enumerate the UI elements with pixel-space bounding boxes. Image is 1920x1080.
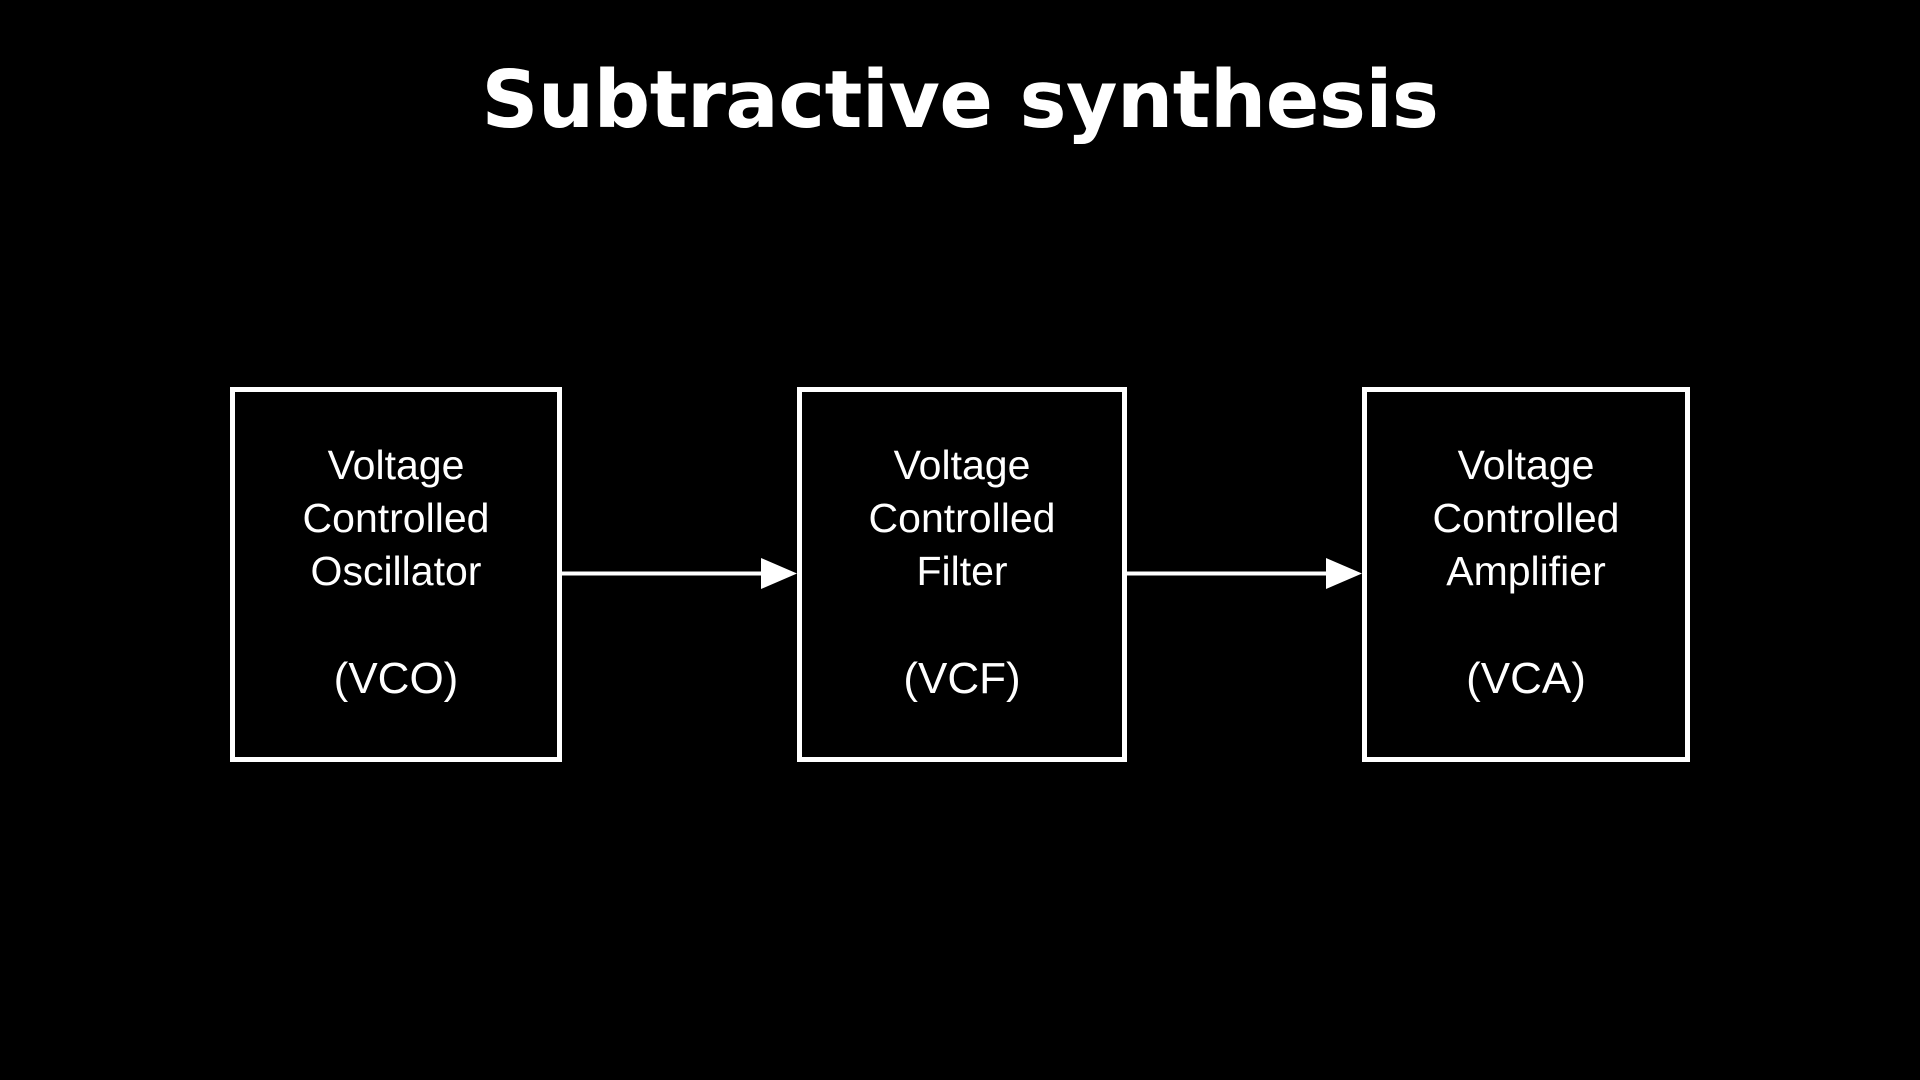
block-label-line-3: Amplifier [1446, 548, 1606, 594]
arrow-vco-to-vcf [562, 554, 797, 594]
block-label-line-3: Filter [916, 548, 1008, 594]
block-abbreviation-vca: (VCA) [1466, 654, 1586, 703]
block-abbreviation-vcf: (VCF) [903, 654, 1021, 703]
block-voltage-controlled-amplifier[interactable]: Voltage Controlled Amplifier (VCA) [1362, 387, 1690, 762]
block-label-vco: Voltage Controlled Oscillator [303, 439, 490, 598]
block-label-vcf: Voltage Controlled Filter [869, 439, 1056, 598]
arrow-right-icon [1127, 558, 1362, 589]
block-label-vca: Voltage Controlled Amplifier [1433, 439, 1620, 598]
block-label-line-2: Controlled [1432, 495, 1620, 541]
block-label-line-2: Controlled [302, 495, 490, 541]
block-label-line-2: Controlled [868, 495, 1056, 541]
page-title: Subtractive synthesis [481, 54, 1439, 146]
block-label-line-1: Voltage [893, 442, 1031, 488]
block-label-line-1: Voltage [1457, 442, 1595, 488]
block-label-line-3: Oscillator [310, 548, 482, 594]
block-abbreviation-vco: (VCO) [333, 654, 459, 703]
arrow-vcf-to-vca [1127, 554, 1362, 594]
block-voltage-controlled-oscillator[interactable]: Voltage Controlled Oscillator (VCO) [230, 387, 562, 762]
arrow-right-icon [562, 558, 797, 589]
block-label-line-1: Voltage [327, 442, 465, 488]
block-voltage-controlled-filter[interactable]: Voltage Controlled Filter (VCF) [797, 387, 1127, 762]
